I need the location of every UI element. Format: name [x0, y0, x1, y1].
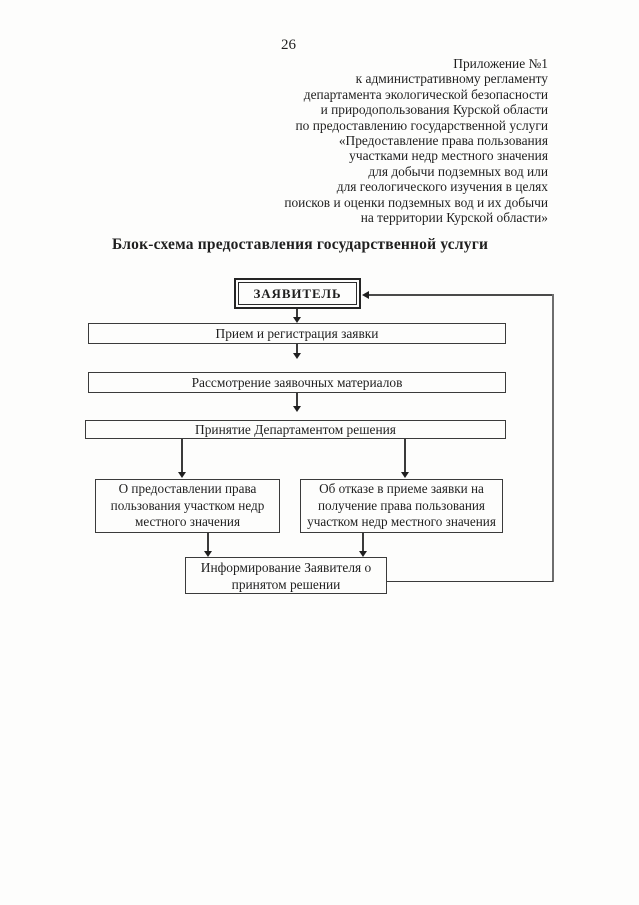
flowchart-node-review: Рассмотрение заявочных материалов — [88, 372, 506, 393]
annex-header-line: по предоставлению государственной услуги — [295, 117, 549, 133]
annex-header-line: для геологического изучения в целях — [336, 179, 548, 195]
connector-grant-inform — [207, 533, 209, 551]
annex-header-line: участками недр местного значения — [349, 148, 548, 164]
refusal-label: Об отказе в приеме заявки на получение п… — [307, 481, 496, 530]
annex-header-line: и природопользования Курской области — [320, 102, 548, 118]
applicant-label: ЗАЯВИТЕЛЬ — [253, 285, 342, 301]
connector-decision-grant — [181, 439, 183, 472]
flowchart-node-applicant: ЗАЯВИТЕЛЬ — [234, 278, 361, 309]
annex-header-line: на территории Курской области» — [360, 210, 548, 226]
arrowhead-down-icon — [293, 353, 301, 359]
arrowhead-left-icon — [362, 291, 369, 299]
inform-label: Информирование Заявителя о принятом реше… — [200, 559, 372, 592]
review-label: Рассмотрение заявочных материалов — [191, 374, 403, 390]
grant-label: О предоставлении права пользования участ… — [110, 481, 265, 530]
flowchart-node-inform: Информирование Заявителя о принятом реше… — [185, 557, 387, 594]
connector-feedback-vertical — [552, 294, 554, 582]
reception-label: Прием и регистрация заявки — [215, 325, 379, 341]
connector-refusal-inform — [362, 533, 364, 551]
page-number: 26 — [281, 37, 296, 53]
flowchart-node-grant: О предоставлении права пользования участ… — [95, 479, 280, 533]
connector-applicant-down — [296, 309, 298, 317]
flowchart-title: Блок-схема предоставления государственно… — [112, 236, 489, 253]
annex-header-line: к административному регламенту — [355, 71, 548, 87]
annex-header: Приложение №1 к административному реглам… — [218, 56, 548, 225]
applicant-inner-frame: ЗАЯВИТЕЛЬ — [238, 282, 357, 305]
arrowhead-down-icon — [293, 406, 301, 412]
flowchart-node-decision: Принятие Департаментом решения — [85, 420, 506, 439]
flowchart-node-refusal: Об отказе в приеме заявки на получение п… — [300, 479, 503, 533]
arrowhead-down-icon — [359, 551, 367, 557]
connector-reception-review — [296, 344, 298, 353]
arrowhead-down-icon — [204, 551, 212, 557]
connector-review-decision — [296, 393, 298, 406]
flowchart-node-reception: Прием и регистрация заявки — [88, 323, 506, 344]
connector-feedback-top — [364, 294, 553, 296]
connector-feedback-bottom — [387, 581, 553, 583]
connector-decision-refusal — [404, 439, 406, 472]
annex-header-line: Приложение №1 — [453, 56, 548, 71]
annex-header-line: поисков и оценки подземных вод и их добы… — [284, 194, 548, 210]
arrowhead-down-icon — [293, 317, 301, 323]
decision-label: Принятие Департаментом решения — [195, 421, 396, 437]
annex-header-line: для добычи подземных вод или — [368, 163, 548, 179]
arrowhead-down-icon — [178, 472, 186, 478]
annex-header-line: департамента экологической безопасности — [303, 86, 548, 102]
annex-header-line: «Предоставление права пользования — [338, 133, 548, 149]
arrowhead-down-icon — [401, 472, 409, 478]
